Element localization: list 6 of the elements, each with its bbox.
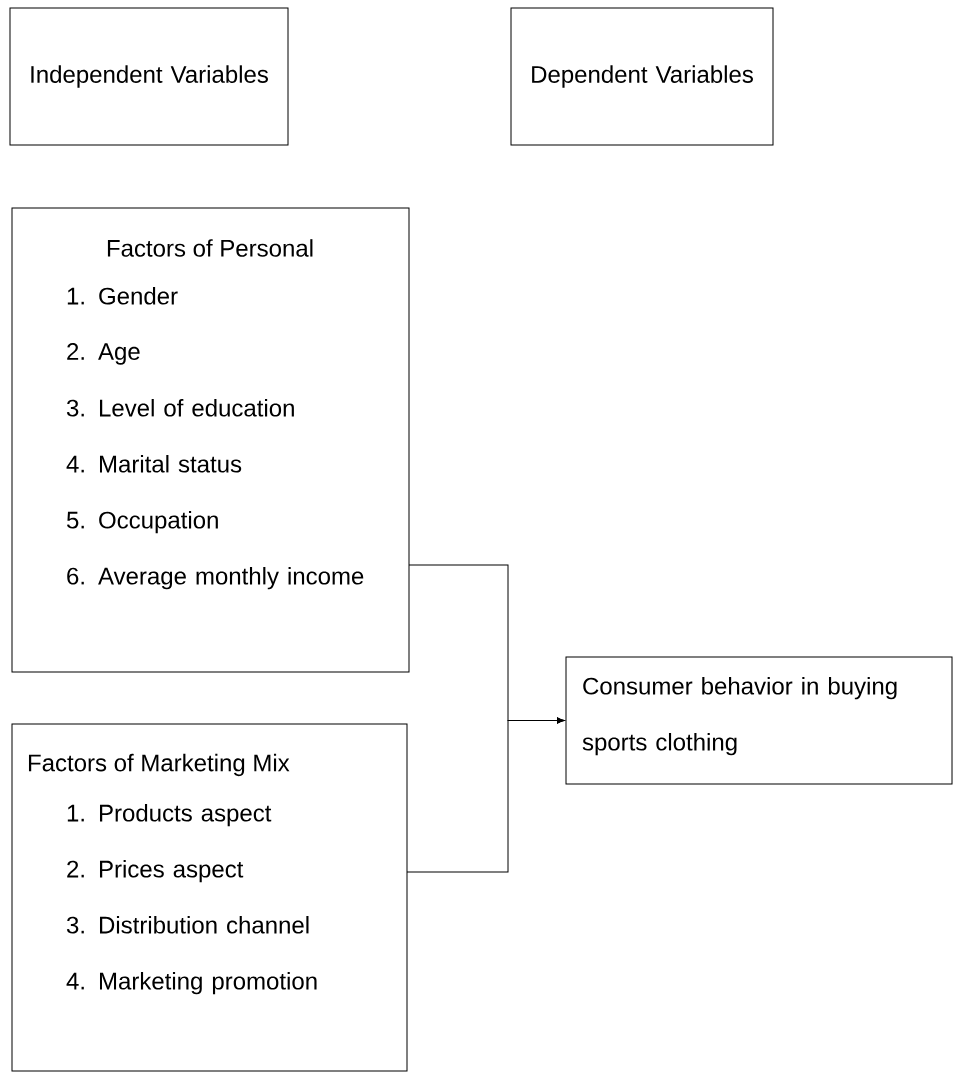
factor-box: Factors of Marketing Mix 1. Products aspect 2. Prices aspect 3. Distribution channel 4. Marketing promotion [11,723,408,1072]
outcome-box: Consumer behavior in buying sports clothing [565,656,953,785]
connector-arrow [406,717,565,873]
factor-box: Factors of Personal 1. Gender 2. Age 3. Level of education 4. Marital status 5. Occupation 6. Average monthly income [11,207,410,673]
heading-box: Independent Variables [9,7,289,146]
heading-box: Dependent Variables [510,7,774,146]
